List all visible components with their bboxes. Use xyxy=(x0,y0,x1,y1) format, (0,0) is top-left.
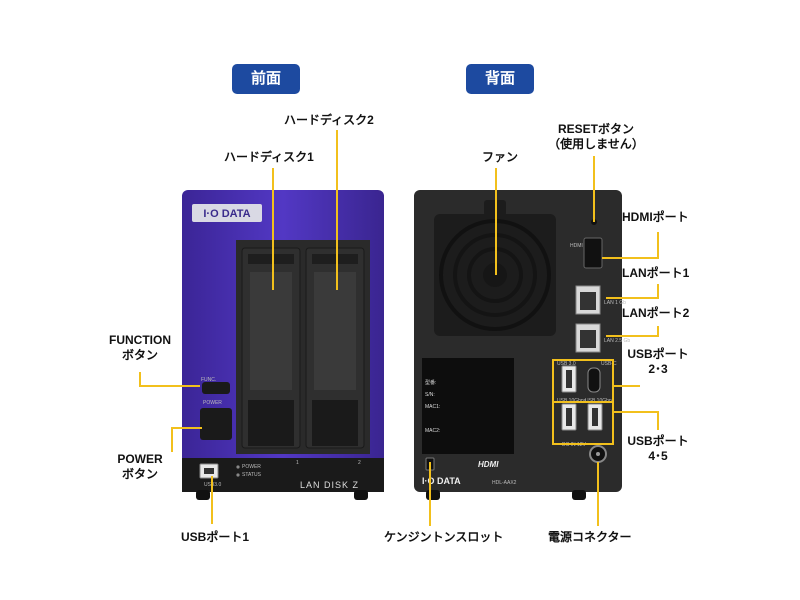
func-key-print: FUNC. xyxy=(201,377,217,383)
back-model-print: HDL-AAX2 xyxy=(492,480,517,486)
leader-function xyxy=(139,372,200,387)
usb-c-print: USB-C xyxy=(601,361,617,367)
sticker-line-1: 型番: xyxy=(425,380,437,386)
leader-power xyxy=(171,427,202,452)
usb-c-port-3 xyxy=(587,367,601,393)
status-led xyxy=(236,473,240,477)
leader-lan2 xyxy=(606,326,659,337)
usb-a-print: USB 3.0 xyxy=(557,361,576,367)
front-device: I·O DATA xyxy=(182,190,384,500)
sticker-line-4: MAC2: xyxy=(425,428,441,434)
function-button-body xyxy=(202,382,230,394)
usb45-group-box xyxy=(552,401,614,445)
label-reset: RESETボタン（使用しません） xyxy=(548,122,644,151)
usb23-group-box xyxy=(552,359,614,403)
drive-tray-1 xyxy=(241,247,301,449)
label-fan: ファン xyxy=(482,150,519,164)
leader-usb45 xyxy=(613,411,659,430)
back-foot-right xyxy=(572,490,586,500)
front-brand-logo: I·O DATA xyxy=(203,208,250,220)
label-hdd2: ハードディスク2 xyxy=(284,113,374,127)
back-view-tab: 背面 xyxy=(466,64,534,94)
back-brand-logo: I·O DATA xyxy=(422,476,461,486)
label-lan1: LANポート1 xyxy=(622,266,690,280)
label-power-connector: 電源コネクター xyxy=(548,530,632,544)
power-led xyxy=(236,465,240,469)
front-view-tab: 前面 xyxy=(232,64,300,94)
led-status-print: STATUS xyxy=(242,472,261,478)
bay-number-1: 1 xyxy=(296,460,299,466)
bay-number-2: 2 xyxy=(358,460,361,466)
lan2-print: LAN 2.5 Gb xyxy=(604,338,631,344)
front-foot-left xyxy=(196,490,210,500)
led-power-print: POWER xyxy=(242,464,261,470)
lan1-print: LAN 1 Gb xyxy=(604,300,626,306)
label-lan2: LANポート2 xyxy=(622,306,690,320)
label-hdd1: ハードディスク1 xyxy=(224,150,314,164)
front-foot-right xyxy=(354,490,368,500)
sticker-line-3: MAC1: xyxy=(425,404,441,410)
label-usb1: USBポート1 xyxy=(181,530,250,544)
hdmi-port xyxy=(583,237,603,269)
front-model-logo: LAN DISK Z xyxy=(300,480,360,490)
label-kensington: ケンジントンスロット xyxy=(384,530,504,544)
sticker-line-2: S/N: xyxy=(425,392,435,398)
power-button-body xyxy=(200,408,232,440)
power-key-print: POWER xyxy=(203,400,222,406)
leader-lan1 xyxy=(606,284,659,299)
hdmi-print: HDMI xyxy=(570,243,583,249)
label-hdmi: HDMIポート xyxy=(622,210,689,224)
leader-hdmi xyxy=(602,232,659,259)
drive-tray-2 xyxy=(305,247,365,449)
back-hdmi-logo: HDMI xyxy=(478,460,499,469)
serial-sticker xyxy=(422,358,514,454)
front-logo-plate xyxy=(192,204,262,222)
